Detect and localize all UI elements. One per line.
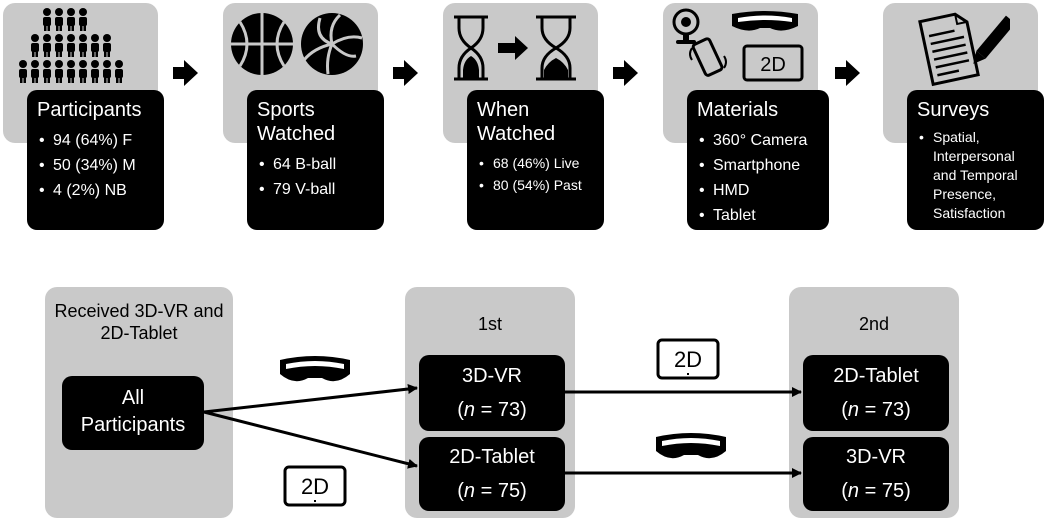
surveys-box: Surveys Spatial, Interpersonal and Tempo…	[907, 90, 1044, 230]
arrow-to-first-tablet	[203, 410, 418, 469]
first-tablet-n: (n = 75)	[457, 480, 527, 502]
arrow-to-first-vr	[203, 384, 418, 414]
second-vr-label: 3D-VR	[845, 446, 906, 468]
received-header: Received 3D-VR and 2D-Tablet	[54, 301, 224, 343]
hourglass-icon	[454, 15, 576, 81]
people-group-icon	[19, 8, 123, 83]
surveys-title: Surveys	[917, 99, 990, 121]
materials-item: 360° Camera	[697, 128, 819, 153]
participants-item: 4 (2%) NB	[37, 178, 154, 203]
second-vr-n: (n = 75)	[841, 480, 911, 502]
participants-title: Participants	[37, 99, 142, 121]
materials-title: Materials	[697, 99, 779, 121]
survey-pencil-icon	[918, 12, 1010, 87]
participants-item: 94 (64%) F	[37, 128, 154, 153]
when-item: 68 (46%) Live	[477, 152, 594, 174]
materials-box: Materials 360° Camera Smartphone HMD Tab…	[687, 90, 829, 230]
tablet-2d-text: 2D	[674, 347, 702, 372]
when-box: When Watched 68 (46%) Live 80 (54%) Past	[467, 90, 604, 230]
second-tablet-box: 2D-Tablet (n = 73)	[803, 355, 949, 431]
sports-item: 79 V-ball	[257, 177, 374, 202]
vr-headset-icon	[656, 433, 726, 459]
first-vr-n: (n = 73)	[457, 399, 527, 421]
camera-phone-hmd-tablet-icon: 2D	[672, 8, 804, 82]
all-participants-label: All Participants	[80, 387, 186, 436]
when-item: 80 (54%) Past	[477, 174, 594, 196]
second-tablet-label: 2D-Tablet	[833, 365, 919, 387]
first-vr-box: 3D-VR (n = 73)	[419, 355, 565, 431]
materials-tablet-text: 2D	[760, 54, 786, 76]
materials-item: HMD	[697, 178, 819, 203]
surveys-item: Spatial, Interpersonal and Temporal Pres…	[917, 128, 1034, 223]
participants-box: Participants 94 (64%) F 50 (34%) M 4 (2%…	[27, 90, 164, 230]
sports-box: Sports Watched 64 B-ball 79 V-ball	[247, 90, 384, 230]
basketball-volleyball-icon	[231, 13, 363, 75]
second-header: 2nd	[858, 314, 890, 334]
tablet-2d-icon: 2D	[283, 465, 347, 507]
first-tablet-label: 2D-Tablet	[449, 446, 535, 468]
participants-item: 50 (34%) M	[37, 153, 154, 178]
first-vr-label: 3D-VR	[461, 365, 522, 387]
tablet-2d-text: 2D	[301, 474, 329, 499]
sports-title: Sports Watched	[257, 99, 336, 145]
second-tablet-n: (n = 73)	[841, 399, 911, 421]
when-title: When Watched	[477, 99, 556, 145]
first-header: 1st	[477, 314, 502, 334]
second-vr-box: 3D-VR (n = 75)	[803, 437, 949, 511]
materials-item: Tablet	[697, 203, 819, 228]
all-participants-box: All Participants	[62, 376, 204, 450]
materials-item: Smartphone	[697, 153, 819, 178]
sports-item: 64 B-ball	[257, 152, 374, 177]
tablet-2d-icon: 2D	[656, 338, 720, 380]
vr-headset-icon	[280, 356, 350, 382]
first-tablet-box: 2D-Tablet (n = 75)	[419, 437, 565, 511]
